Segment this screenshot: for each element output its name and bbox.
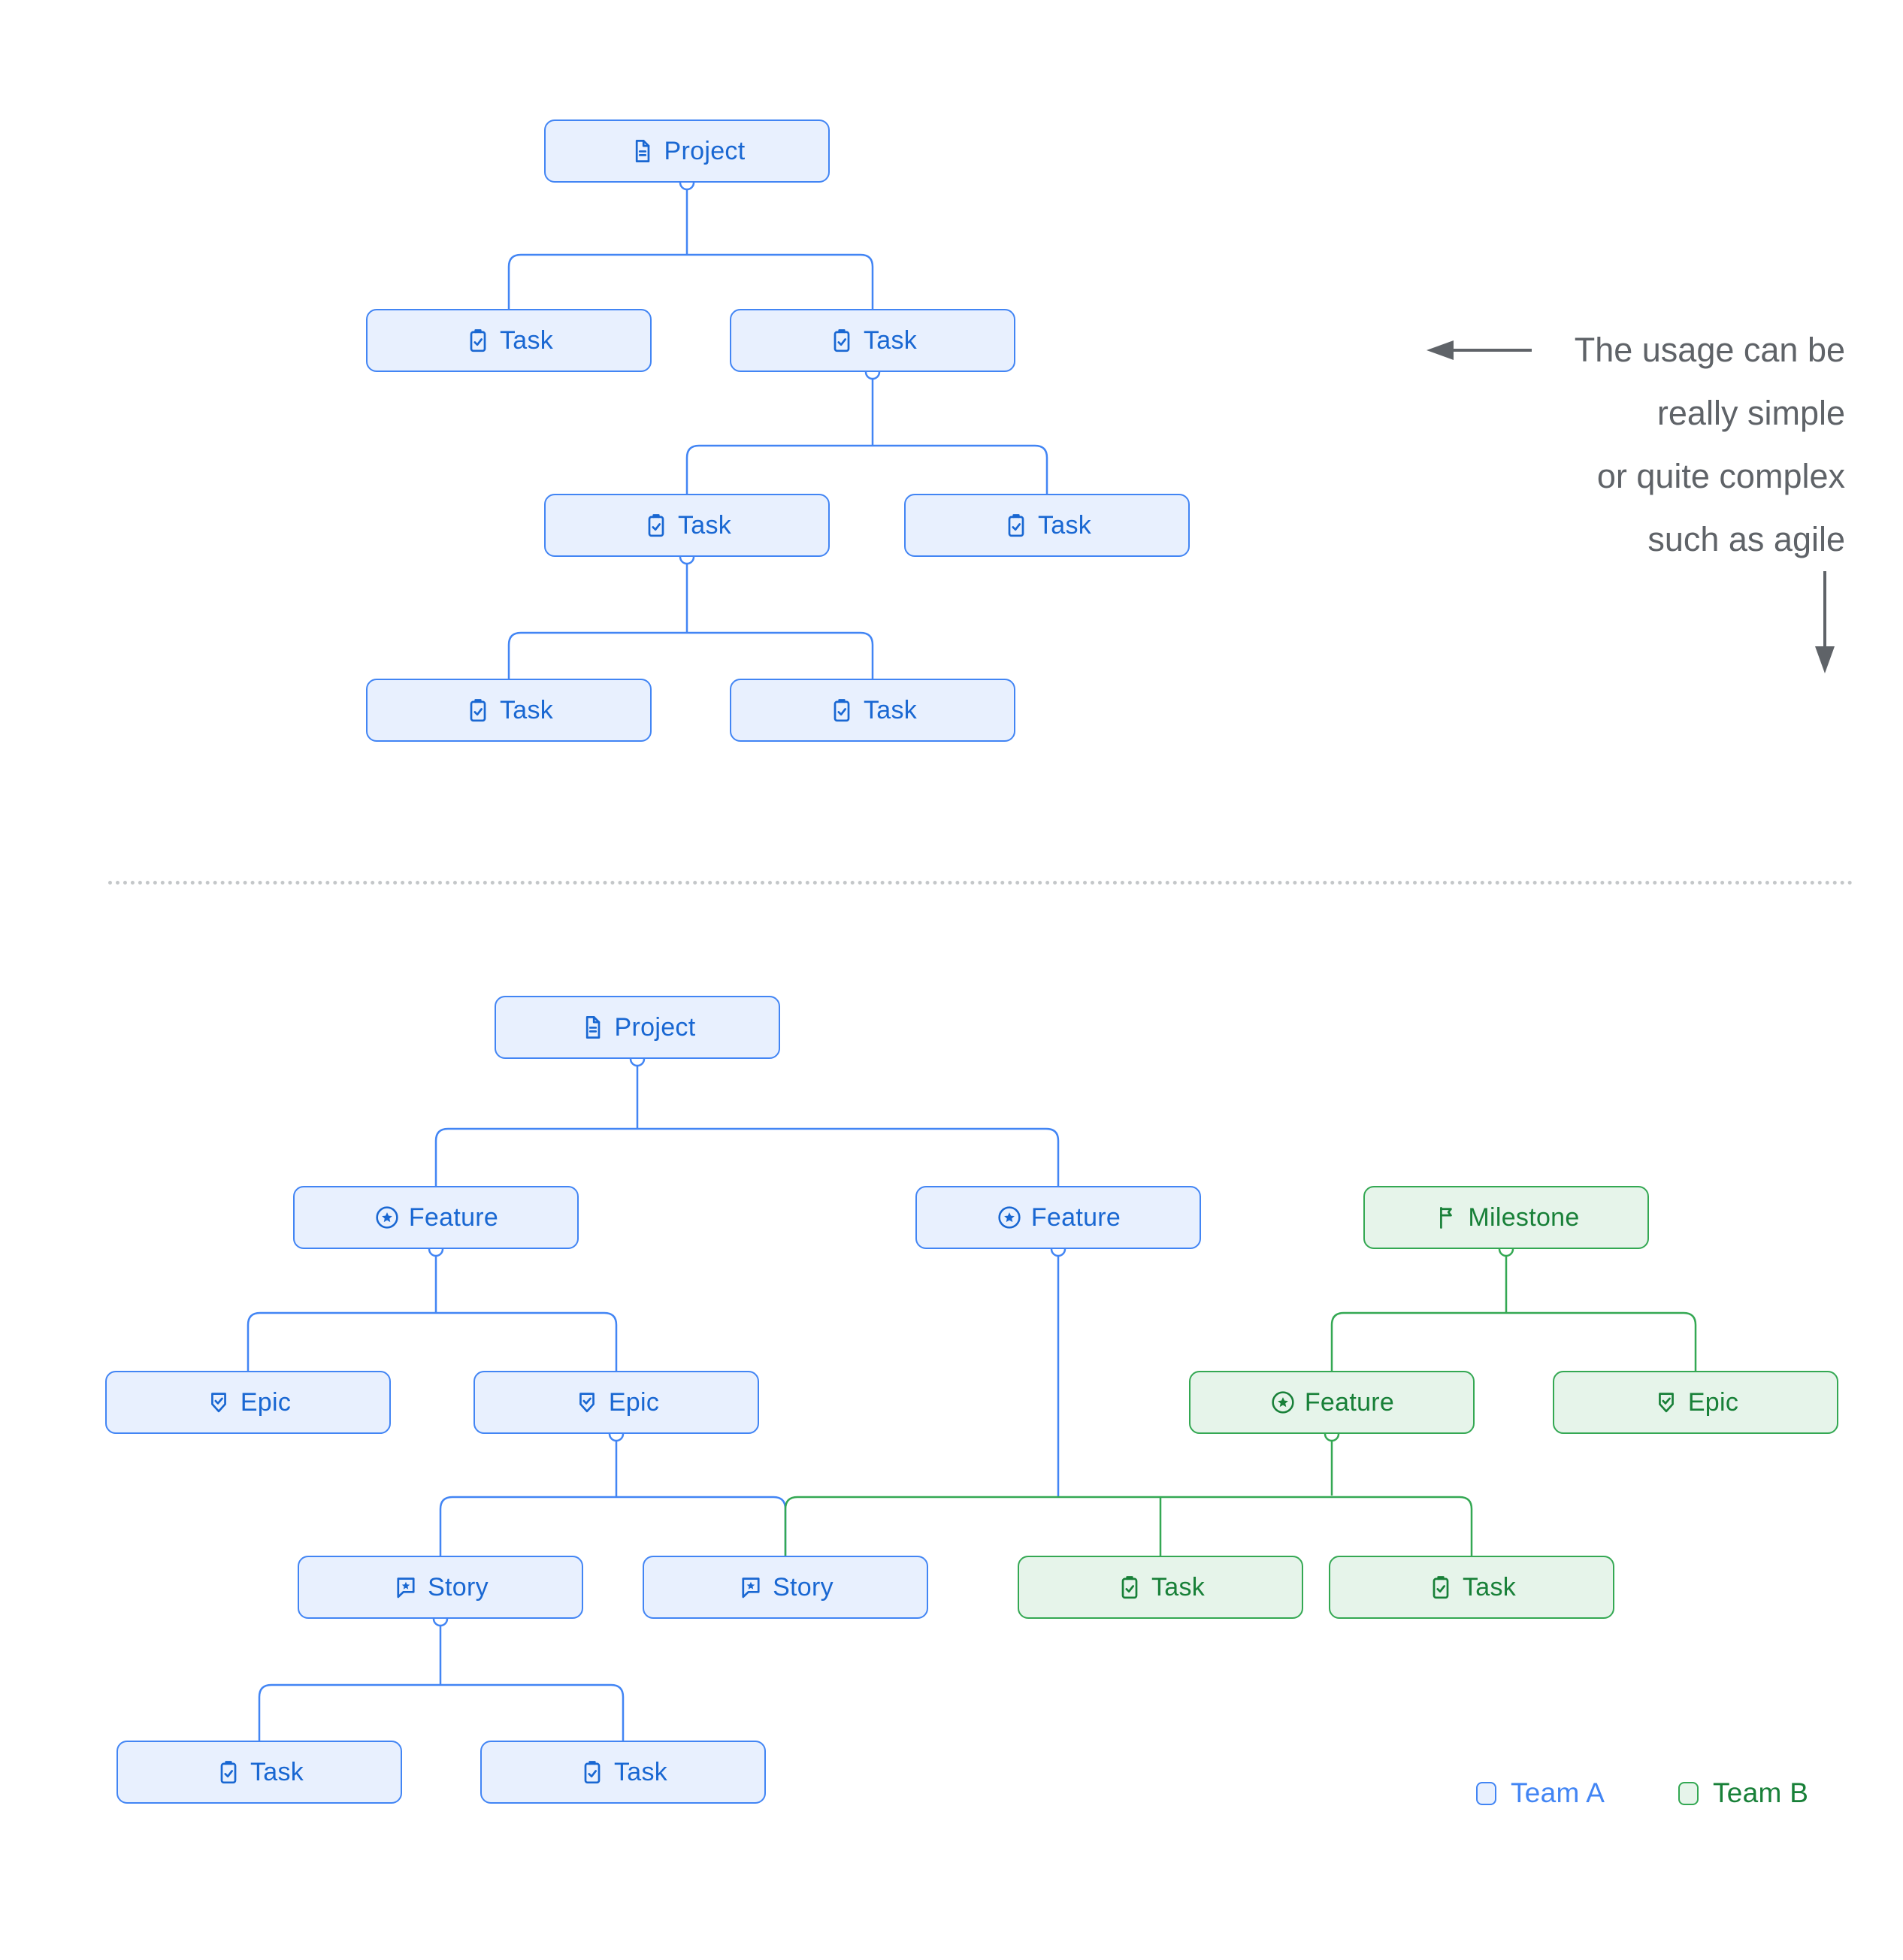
node-label: Epic	[1687, 1387, 1739, 1417]
node-t-task-3: Task	[544, 494, 830, 557]
node-b-epic-1: Epic	[105, 1371, 391, 1434]
node-label: Epic	[240, 1387, 292, 1417]
node-b-task-b2: Task	[480, 1741, 766, 1804]
node-label: Epic	[608, 1387, 660, 1417]
node-b-task-g1: Task	[1018, 1556, 1303, 1619]
node-b-story-2: Story	[643, 1556, 928, 1619]
annotation-line: or quite complex	[1596, 457, 1845, 495]
node-b-epic-2: Epic	[473, 1371, 759, 1434]
node-t-task-4: Task	[904, 494, 1190, 557]
milestone-icon	[1433, 1204, 1460, 1231]
node-b-task-g2: Task	[1329, 1556, 1614, 1619]
node-b-task-b1: Task	[116, 1741, 402, 1804]
team-a-swatch	[1476, 1781, 1496, 1805]
node-label: Feature	[1304, 1387, 1395, 1417]
node-t-task-5: Task	[366, 679, 652, 742]
project-icon	[579, 1014, 607, 1041]
node-label: Task	[1151, 1572, 1206, 1602]
task-icon	[464, 327, 492, 354]
legend-team-a: Team A	[1476, 1777, 1605, 1808]
project-icon	[629, 138, 656, 165]
node-b-epic-3: Epic	[1553, 1371, 1838, 1434]
story-icon	[392, 1574, 419, 1601]
section-divider	[108, 881, 1853, 885]
annotation-line: such as agile	[1647, 520, 1845, 558]
task-icon	[1427, 1574, 1454, 1601]
task-icon	[1003, 512, 1030, 539]
task-icon	[215, 1759, 242, 1786]
node-t-task-1: Task	[366, 309, 652, 372]
team-b-label: Team B	[1713, 1777, 1809, 1808]
node-t-task-6: Task	[730, 679, 1015, 742]
node-label: Task	[863, 695, 918, 724]
epic-icon	[573, 1389, 601, 1416]
node-label: Task	[499, 695, 554, 724]
arrow-left-icon	[1426, 340, 1532, 360]
node-label: Project	[614, 1012, 696, 1042]
edge-project-features	[434, 1059, 1060, 1186]
edge-milestone-children	[1330, 1249, 1697, 1371]
edge-epic-stories	[439, 1434, 787, 1556]
node-label: Task	[1037, 510, 1092, 540]
node-label: Milestone	[1468, 1202, 1580, 1232]
node-label: Task	[1462, 1572, 1517, 1602]
node-t-project: Project	[544, 119, 830, 183]
annotation-line: really simple	[1656, 394, 1845, 432]
edge-story-tasks	[258, 1619, 625, 1741]
edge-task-tasks	[685, 372, 1048, 494]
node-t-task-2: Task	[730, 309, 1015, 372]
epic-icon	[1653, 1389, 1680, 1416]
node-label: Story	[773, 1572, 834, 1602]
feature-icon	[1269, 1389, 1296, 1416]
task-icon	[1116, 1574, 1143, 1601]
node-label: Task	[613, 1757, 668, 1786]
epic-icon	[205, 1389, 232, 1416]
annotation-text: The usage can be really simple or quite …	[1575, 319, 1845, 571]
legend-team-b: Team B	[1678, 1777, 1809, 1808]
team-b-swatch	[1678, 1781, 1699, 1805]
task-icon	[828, 327, 855, 354]
node-label: Story	[428, 1572, 489, 1602]
arrow-down-icon	[1815, 571, 1835, 673]
node-label: Task	[499, 325, 554, 355]
edge-project-tasks	[507, 183, 874, 309]
edge-task-tasks-2	[507, 557, 874, 679]
node-label: Feature	[408, 1202, 499, 1232]
story-icon	[737, 1574, 764, 1601]
node-b-story-1: Story	[298, 1556, 583, 1619]
node-label: Task	[677, 510, 732, 540]
task-icon	[579, 1759, 606, 1786]
task-icon	[828, 697, 855, 724]
task-icon	[643, 512, 670, 539]
feature-icon	[996, 1204, 1023, 1231]
node-b-feature-1: Feature	[293, 1186, 579, 1249]
node-label: Feature	[1030, 1202, 1121, 1232]
node-b-feature-3: Feature	[1189, 1371, 1475, 1434]
task-icon	[464, 697, 492, 724]
node-b-milestone: Milestone	[1363, 1186, 1649, 1249]
node-label: Project	[664, 136, 746, 165]
node-b-feature-2: Feature	[915, 1186, 1201, 1249]
edge-green-rail	[784, 1496, 1473, 1556]
node-label: Task	[250, 1757, 304, 1786]
node-label: Task	[863, 325, 918, 355]
annotation-line: The usage can be	[1574, 331, 1845, 369]
edge-feature-epics	[247, 1249, 618, 1371]
team-a-label: Team A	[1511, 1777, 1605, 1808]
feature-icon	[374, 1204, 401, 1231]
node-b-project: Project	[495, 996, 780, 1059]
